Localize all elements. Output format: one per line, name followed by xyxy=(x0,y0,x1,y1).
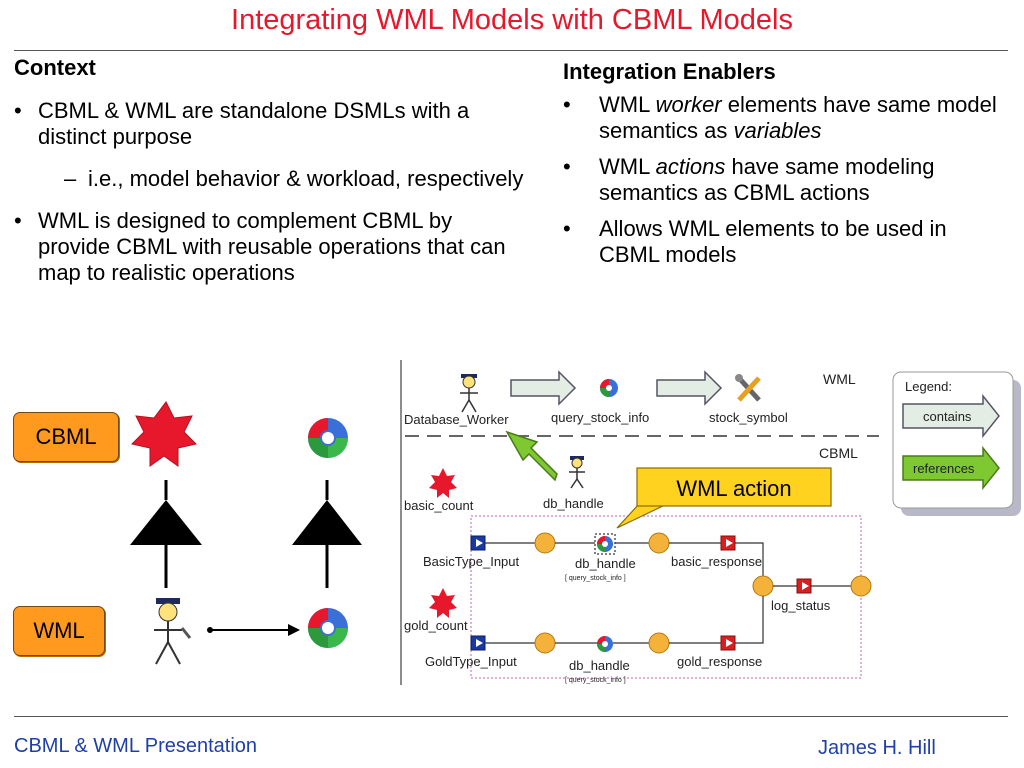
db-handle-action-label-2: db_handle xyxy=(569,658,630,673)
state-node xyxy=(534,532,556,554)
state-node xyxy=(648,532,670,554)
enablers-heading: Integration Enablers xyxy=(563,59,776,84)
action-icon xyxy=(308,418,348,458)
query-stock-info-label: query_stock_info xyxy=(551,410,649,425)
enabler-2-em: actions xyxy=(655,154,726,179)
enabler-bullet-3: • Allows WML elements to be used in CBML … xyxy=(563,216,999,268)
context-bullet-2: • WML is designed to complement CBML by p… xyxy=(14,208,508,286)
basic-count-star-icon xyxy=(429,468,457,498)
legend-title: Legend: xyxy=(905,379,952,394)
context-bullet-1-text: CBML & WML are standalone DSMLs with a d… xyxy=(38,98,470,149)
gold-count-label: gold_count xyxy=(404,618,468,633)
db-handle-action-sub-1: [ query_stock_info ] xyxy=(565,575,626,582)
bullet-glyph: • xyxy=(563,216,571,241)
basic-count-label: basic_count xyxy=(404,498,474,513)
enabler-bullet-1: • WML worker elements have same model sem… xyxy=(563,92,999,144)
state-node xyxy=(648,632,670,654)
enabler-1-em: worker xyxy=(655,92,722,117)
action-icon xyxy=(597,536,613,552)
footer-presentation-title: CBML & WML Presentation xyxy=(14,735,258,757)
title-divider xyxy=(14,50,1008,51)
context-bullet-2-text: WML is designed to complement CBML by pr… xyxy=(38,208,506,285)
legend-contains-label: contains xyxy=(923,409,972,424)
bullet-glyph: • xyxy=(563,92,571,117)
log-status-label: log_status xyxy=(771,598,831,613)
worker-icon xyxy=(460,374,478,413)
selected-action-frame xyxy=(594,533,616,555)
legend-contains-arrow xyxy=(902,393,1000,439)
variable-star-icon xyxy=(131,401,197,467)
contains-arrow-2 xyxy=(656,370,723,406)
wml-action-callout xyxy=(636,467,832,507)
database-worker-label: Database_Worker xyxy=(404,412,509,427)
bullet-glyph: • xyxy=(563,154,571,179)
state-node xyxy=(752,575,774,597)
state-node xyxy=(534,632,556,654)
context-sub-bullet-text: i.e., model behavior & workload, respect… xyxy=(88,166,524,191)
enablers-list: • WML worker elements have same model sem… xyxy=(563,92,999,268)
db-handle-worker-label: db_handle xyxy=(543,496,604,511)
enabler-1-pre: WML xyxy=(599,92,656,117)
slide-title: Integrating WML Models with CBML Models xyxy=(231,4,793,36)
legend-references-arrow xyxy=(902,445,1000,491)
enabler-1-mid: elements have same model semantics as xyxy=(599,92,997,143)
context-bullet-1: • CBML & WML are standalone DSMLs with a … xyxy=(14,98,518,150)
state-node xyxy=(850,575,872,597)
gold-count-star-icon xyxy=(429,588,457,618)
enabler-1-em2: variables xyxy=(733,118,822,143)
bullet-glyph: • xyxy=(14,98,22,123)
references-arrow xyxy=(505,430,558,482)
enabler-bullet-2: • WML actions have same modeling semantic… xyxy=(563,154,999,206)
wml-tag: WML xyxy=(13,606,105,656)
action-icon xyxy=(600,379,618,397)
db-handle-action-sub-2: [ query_stock_info ] xyxy=(565,677,626,684)
action-icon xyxy=(597,636,613,652)
left-diagram xyxy=(130,401,362,665)
gold-type-input-label: GoldType_Input xyxy=(425,654,517,669)
wml-section-label: WML xyxy=(823,371,856,387)
worker-icon xyxy=(569,456,585,489)
legend-references-label: references xyxy=(913,461,975,476)
gold-response-label: gold_response xyxy=(677,654,762,669)
enabler-2-post: have same modeling semantics as CBML act… xyxy=(599,154,935,205)
containment-triangle-1 xyxy=(130,500,202,545)
containment-triangle-2 xyxy=(292,500,362,545)
basic-response-label: basic_response xyxy=(671,554,762,569)
stock-symbol-label: stock_symbol xyxy=(709,410,788,425)
enabler-3-text: Allows WML elements to be used in CBML m… xyxy=(599,216,947,267)
bullet-glyph: • xyxy=(14,208,22,233)
footer-author: James H. Hill xyxy=(818,737,936,759)
cbml-tag: CBML xyxy=(13,412,119,462)
enabler-2-pre: WML xyxy=(599,154,656,179)
context-list: • CBML & WML are standalone DSMLs with a … xyxy=(14,98,523,286)
model-diagram: WML CBML Database_Worker query_stock_inf… xyxy=(400,360,1021,685)
wml-action-callout-text: WML action xyxy=(676,476,791,501)
basic-type-input-label: BasicType_Input xyxy=(423,554,520,569)
worker-icon xyxy=(154,598,192,665)
cbml-section-label: CBML xyxy=(819,445,858,461)
action-icon xyxy=(308,608,348,648)
db-handle-action-label-1: db_handle xyxy=(575,556,636,571)
context-heading: Context xyxy=(14,55,96,80)
contains-arrow-1 xyxy=(510,370,577,406)
tools-icon xyxy=(735,374,761,402)
dash-glyph: – xyxy=(64,166,77,191)
footer-divider xyxy=(14,716,1008,717)
context-sub-bullet: –i.e., model behavior & workload, respec… xyxy=(64,166,528,192)
